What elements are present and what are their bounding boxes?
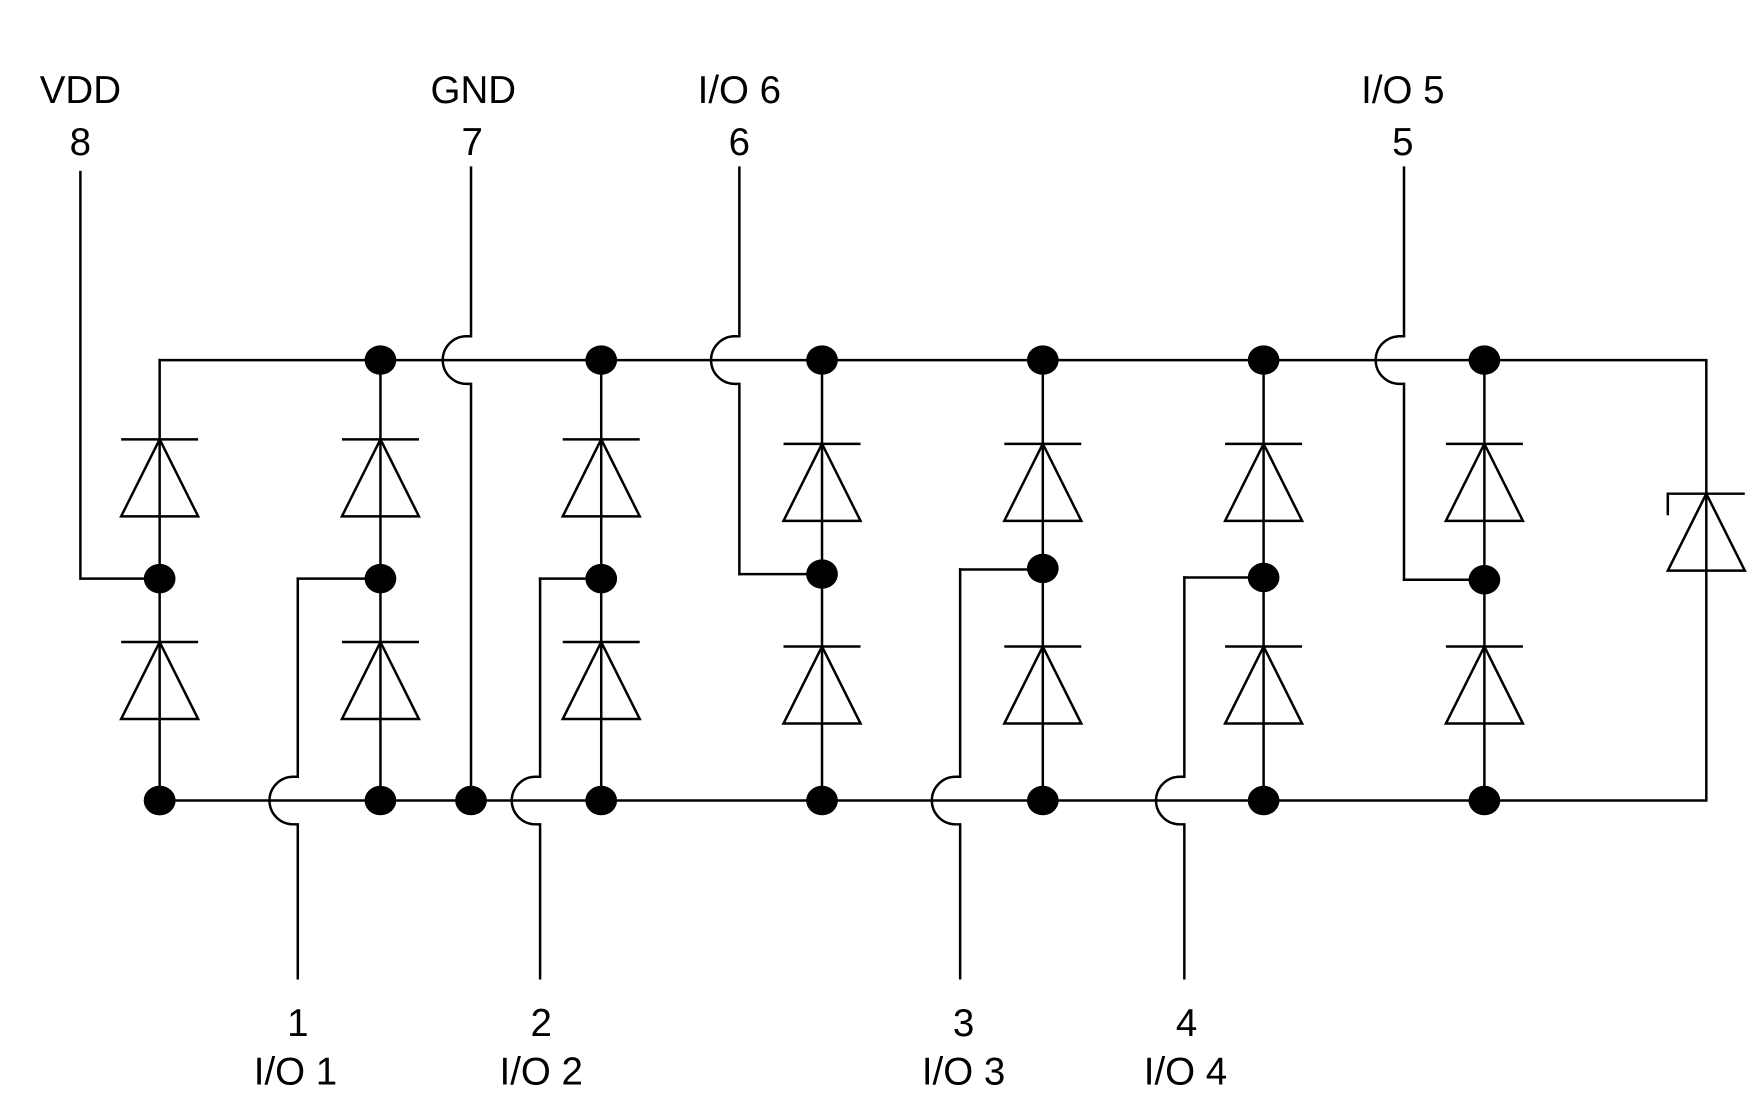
diode-triangle-icon — [1223, 441, 1305, 523]
mid-junction-dot — [1026, 553, 1059, 584]
diode-triangle-icon — [1443, 441, 1525, 523]
pin-4-name: I/O 4 — [1144, 1051, 1227, 1094]
lower-diode — [1002, 643, 1084, 725]
bottom-rail-junction-dot — [364, 785, 397, 816]
pin-3-number: 3 — [953, 1002, 974, 1045]
bottom-rail-junction-dot — [1026, 785, 1059, 816]
diode-triangle-icon — [1223, 643, 1305, 725]
top-rail-junction-dot — [364, 345, 397, 375]
mid-junction-dot — [364, 563, 397, 594]
top-rail-junction-dot — [1247, 345, 1280, 375]
pin-1-number: 1 — [287, 1002, 308, 1045]
upper-diode — [781, 441, 863, 523]
pin-7-name: GND — [431, 69, 517, 112]
wires — [79, 166, 1708, 980]
diode-triangle-icon — [781, 441, 863, 523]
pin-6-io6-wire — [709, 166, 741, 576]
pin-4-io4-wire — [1154, 576, 1186, 980]
diode-triangle-icon — [560, 639, 642, 721]
pin-2-io2-wire — [510, 577, 542, 980]
pin-2-name: I/O 2 — [500, 1051, 583, 1094]
gnd-junction-dot — [455, 785, 487, 816]
upper-diode — [560, 436, 642, 518]
pin-7-gnd-wire — [441, 166, 473, 802]
upper-diode — [119, 436, 201, 518]
mid-junction-dot — [143, 563, 176, 594]
lower-diode — [119, 639, 201, 721]
diode-triangle-icon — [781, 643, 863, 725]
pin-5-io5-wire — [1374, 166, 1406, 581]
pin-2-number: 2 — [531, 1002, 552, 1045]
diode-triangle-icon — [1002, 441, 1084, 523]
lower-diode — [781, 643, 863, 725]
pin-8-name: VDD — [40, 69, 121, 112]
diode-triangle-icon — [119, 436, 201, 518]
upper-diode — [1443, 441, 1525, 523]
pin-6-number: 6 — [729, 121, 750, 164]
lower-diode — [1223, 643, 1305, 725]
diode-triangle-icon — [1002, 643, 1084, 725]
bottom-rail-junction-dot — [143, 785, 176, 816]
lower-diode — [1443, 643, 1525, 725]
pin-3-name: I/O 3 — [922, 1051, 1005, 1094]
diode-triangle-icon — [339, 436, 421, 518]
pin-7-number: 7 — [461, 121, 482, 164]
top-rail-junction-dot — [1468, 345, 1501, 375]
upper-diode — [1002, 441, 1084, 523]
pin-5-number: 5 — [1392, 121, 1413, 164]
mid-junction-dot — [1247, 562, 1280, 593]
pin-8-number: 8 — [70, 121, 91, 164]
bottom-rail-junction-dot — [1468, 785, 1501, 816]
pin-5-name: I/O 5 — [1361, 69, 1444, 112]
diode-triangle-icon — [1443, 643, 1525, 725]
pin-4-number: 4 — [1176, 1002, 1197, 1045]
top-rail-junction-dot — [1026, 345, 1059, 375]
lower-diode — [560, 639, 642, 721]
pin-1-io1-wire — [268, 577, 300, 980]
pin-3-io3-wire — [930, 568, 962, 980]
upper-diode — [1223, 441, 1305, 523]
top-rail-junction-dot — [585, 345, 618, 375]
mid-junction-dot — [806, 559, 838, 589]
lower-diode — [339, 639, 421, 721]
pin-6-name: I/O 6 — [698, 69, 781, 112]
zener-cathode-bar — [1666, 492, 1745, 516]
top-rail-junction-dot — [806, 345, 838, 375]
mid-junction-dot — [585, 563, 618, 594]
pin-1-name: I/O 1 — [254, 1051, 337, 1094]
bottom-rail-junction-dot — [585, 785, 618, 816]
zener-diode-icon — [1665, 490, 1747, 572]
devices — [119, 436, 1747, 725]
pin-8-vdd-wire — [79, 170, 161, 580]
diode-triangle-icon — [560, 436, 642, 518]
diode-triangle-icon — [339, 639, 421, 721]
upper-diode — [339, 436, 421, 518]
bottom-rail-junction-dot — [1247, 785, 1280, 816]
zener-triangle — [1665, 490, 1747, 572]
junction-nodes — [143, 345, 1501, 816]
diode-triangle-icon — [119, 639, 201, 721]
mid-junction-dot — [1468, 565, 1501, 595]
bottom-rail-junction-dot — [806, 785, 838, 816]
